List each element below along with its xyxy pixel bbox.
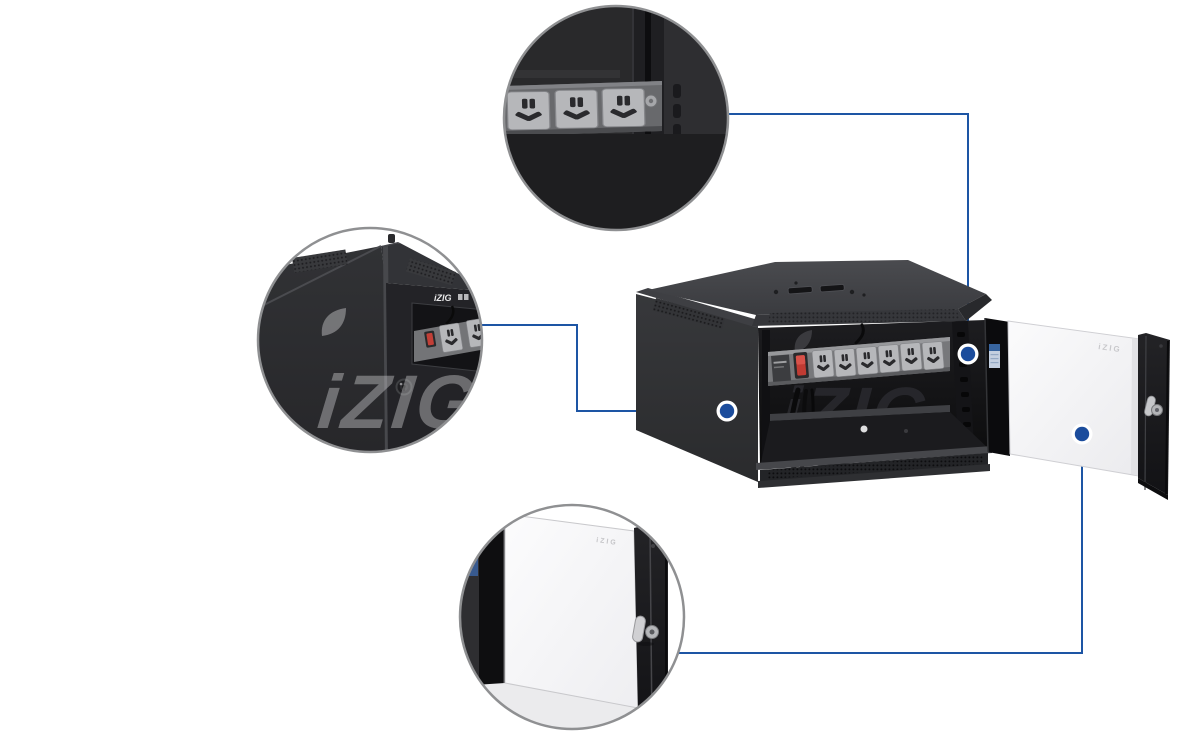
bottom-lip bbox=[756, 446, 992, 470]
cabinet-top-panel bbox=[648, 260, 986, 315]
glass-watermark: iZIG bbox=[1098, 342, 1123, 354]
cap-left-edge bbox=[636, 288, 758, 328]
power-switch bbox=[793, 352, 809, 379]
cabinet-photo: iZIG bbox=[636, 260, 1170, 500]
power-socket bbox=[811, 348, 835, 379]
connector-line-bottom bbox=[678, 445, 1083, 654]
callout-top-power-strip bbox=[504, 6, 728, 230]
callout-rings bbox=[256, 4, 730, 731]
cabinet-side-panel bbox=[636, 294, 758, 482]
power-socket bbox=[505, 90, 552, 131]
connector-line-top bbox=[729, 113, 969, 343]
front-vent-grille bbox=[405, 258, 456, 286]
callout-ring-top bbox=[502, 4, 730, 232]
spec-sticker bbox=[989, 344, 1000, 368]
cam-lock-detail bbox=[632, 615, 659, 646]
round-lock bbox=[395, 378, 413, 396]
power-socket bbox=[600, 87, 647, 128]
power-strip-detail bbox=[504, 81, 662, 136]
callout-dot-bottom bbox=[1071, 423, 1093, 445]
shelf-hole-small bbox=[904, 429, 908, 433]
nameplate-cjk-glyphs bbox=[458, 294, 469, 300]
leaf-watermark-icon bbox=[321, 308, 346, 336]
callout-dot-top bbox=[957, 343, 979, 365]
power-socket bbox=[899, 341, 923, 372]
roof-vent-grille bbox=[292, 249, 348, 273]
anchor-dots bbox=[716, 343, 1093, 445]
shelf-front-edge bbox=[770, 405, 950, 421]
callout-ring-left bbox=[256, 226, 484, 454]
callout-dot-left bbox=[716, 400, 738, 422]
door-cam-lock bbox=[1144, 395, 1163, 417]
frame-screw bbox=[651, 544, 655, 548]
callout-ring-bottom bbox=[458, 503, 686, 731]
power-socket bbox=[553, 88, 600, 130]
bottom-edge bbox=[758, 464, 990, 488]
glass-panel-detail bbox=[504, 513, 639, 709]
cap-right-corner bbox=[958, 294, 992, 321]
leaf-watermark-icon bbox=[794, 330, 812, 352]
power-socket bbox=[877, 343, 901, 374]
frame-screw bbox=[1159, 344, 1163, 348]
thumb-screw bbox=[644, 94, 658, 108]
brand-nameplate: iZIG bbox=[434, 293, 452, 303]
side-watermark: iZIG bbox=[314, 360, 483, 445]
power-socket bbox=[833, 347, 857, 378]
pdu-label-module bbox=[771, 354, 792, 382]
door-window bbox=[411, 302, 482, 373]
glass-watermark-small: iZIG bbox=[596, 537, 618, 547]
power-socket bbox=[438, 322, 464, 354]
left-mount-rail bbox=[762, 330, 770, 460]
top-vent-grille bbox=[768, 309, 962, 324]
glass-door-open: iZIG bbox=[1007, 320, 1170, 500]
power-socket bbox=[855, 345, 879, 376]
hinge-edge-highlight bbox=[984, 317, 989, 453]
power-socket bbox=[465, 317, 482, 349]
door-hinge-column bbox=[985, 318, 1010, 456]
shelf-hole bbox=[860, 425, 868, 433]
bottom-vent-grille bbox=[768, 455, 984, 479]
side-vent-grille bbox=[652, 298, 726, 330]
rail-vent-slots bbox=[673, 84, 681, 138]
power-strip bbox=[768, 337, 950, 386]
top-cable-cutouts bbox=[773, 281, 866, 297]
power-socket bbox=[921, 340, 945, 371]
